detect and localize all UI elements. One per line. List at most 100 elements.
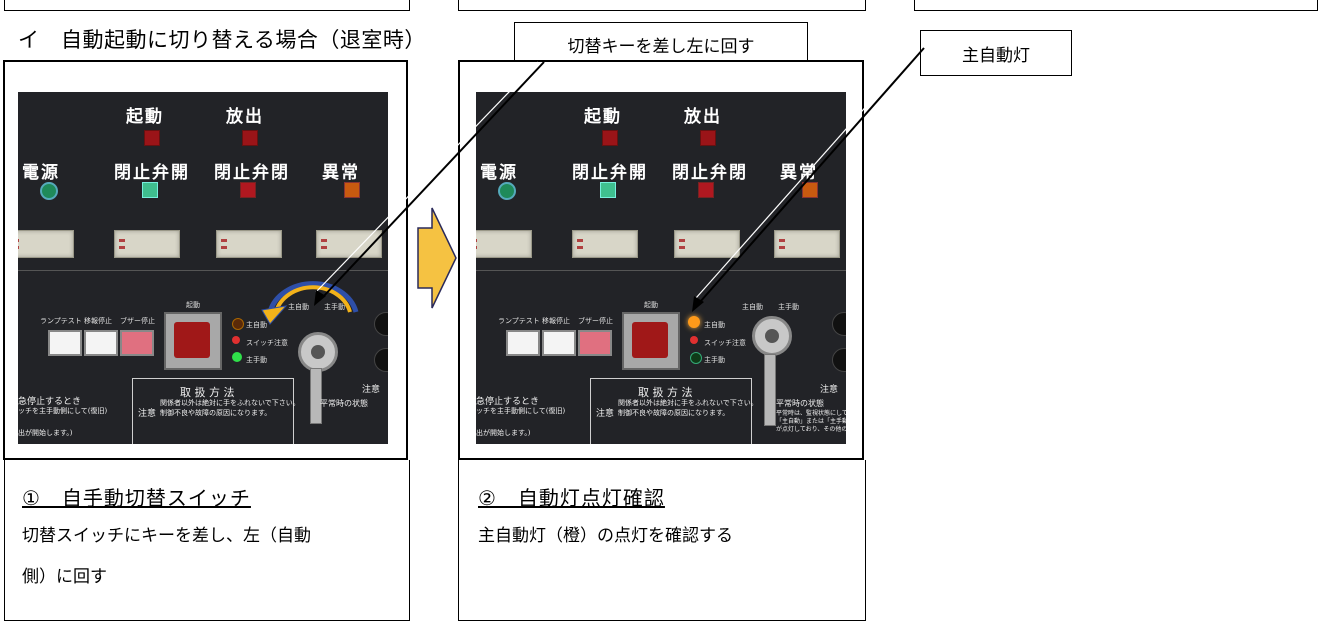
side-knob: [832, 312, 846, 336]
label-kidou-small: 起動: [186, 301, 200, 309]
lamp-houshutsu: [700, 130, 716, 146]
label-shu-shudou: 主手動: [246, 356, 267, 364]
instruction-warn: 注意: [596, 409, 615, 419]
key-switch[interactable]: [752, 316, 792, 356]
label-houshutsu: 放出: [226, 107, 264, 127]
section-heading: イ 自動起動に切り替える場合（退室時）: [18, 28, 426, 52]
lamp-heishi-kai: [600, 182, 616, 198]
instruction-line1: 関係者以外は絶対に手をふれないで下さい。: [160, 399, 300, 407]
lamp-ijou: [344, 182, 360, 198]
start-button-box[interactable]: [622, 312, 680, 370]
label-lamp-test: ランプテスト: [40, 317, 82, 325]
label-buzzer-teishi: ブザー停止: [578, 317, 613, 325]
indicator-switch-chuui: [690, 336, 698, 344]
panel-photo-middle: 起動 放出 電源 閉止弁開 閉止弁閉 異常 ランプテスト 移報停止 ブザー停止 …: [476, 92, 846, 444]
step1-text-line2: 側）に回す: [22, 567, 107, 587]
lamp-kidou: [602, 130, 618, 146]
label-switch-jidou: 主自動: [288, 303, 309, 311]
key[interactable]: [764, 354, 776, 426]
keihou-teishi-button[interactable]: [542, 330, 576, 356]
label-ijou: 異常: [780, 163, 818, 183]
lamp-heishi-hei: [698, 182, 714, 198]
lamp-houshutsu: [242, 130, 258, 146]
panel-divider: [18, 270, 388, 271]
lamp-test-button[interactable]: [506, 330, 540, 356]
step1-text-line1: 切替スイッチにキーを差し、左（自動: [22, 526, 311, 546]
left-note-line1: ッチを主手動側にして(復旧): [18, 407, 108, 415]
label-keihou-teishi: 移報停止: [542, 317, 570, 325]
nameplate: [476, 230, 532, 258]
right-note-sub: 平常時の状態: [320, 399, 368, 408]
right-note-line2: 「主自動」または「主手動」灯点灯: [776, 418, 846, 425]
indicator-shu-shudou: [690, 352, 702, 364]
nameplate: [572, 230, 638, 258]
lamp-test-button[interactable]: [48, 330, 82, 356]
label-keihou-teishi: 移報停止: [84, 317, 112, 325]
lamp-kidou: [144, 130, 160, 146]
key-switch[interactable]: [298, 332, 338, 372]
lamp-dengen: [498, 182, 516, 200]
key[interactable]: [310, 368, 322, 424]
left-note-line2: 出が開始します。): [476, 429, 531, 437]
label-buzzer-teishi: ブザー停止: [120, 317, 155, 325]
step2-text-line1: 主自動灯（橙）の点灯を確認する: [478, 526, 733, 546]
nameplate: [216, 230, 282, 258]
instruction-line2: 制御不良や故障の原因になります。: [618, 409, 730, 417]
label-dengen: 電源: [22, 163, 60, 183]
lamp-heishi-hei: [240, 182, 256, 198]
start-button-box[interactable]: [164, 312, 222, 370]
label-switch-jidou: 主自動: [742, 303, 763, 311]
callout-key: 切替キーを差し左に回す: [514, 22, 808, 66]
right-note-title: 注意: [820, 385, 839, 395]
indicator-shu-shudou: [232, 352, 242, 362]
indicator-switch-chuui: [232, 336, 240, 344]
instruction-title: 取 扱 方 法: [180, 386, 235, 399]
step2-title: ② 自動灯点灯確認: [478, 486, 665, 510]
caption-box-step2: [458, 460, 866, 621]
panel-divider: [476, 270, 846, 271]
label-switch-shudou: 主手動: [324, 303, 345, 311]
caption-box-step1: [4, 460, 410, 621]
label-lamp-test: ランプテスト: [498, 317, 540, 325]
label-heishi-hei: 閉止弁閉: [672, 163, 748, 183]
top-box-left: [4, 0, 410, 11]
buzzer-teishi-button[interactable]: [120, 330, 154, 356]
label-kidou-small: 起動: [644, 301, 658, 309]
nameplate: [674, 230, 740, 258]
label-dengen: 電源: [480, 163, 518, 183]
next-step-arrow-icon: [417, 207, 457, 309]
buzzer-teishi-button[interactable]: [578, 330, 612, 356]
label-shu-shudou: 主手動: [704, 356, 725, 364]
indicator-shu-jidou: [688, 316, 700, 328]
callout-lamp: 主自動灯: [920, 30, 1072, 76]
top-box-right: [914, 0, 1318, 11]
instruction-warn: 注意: [138, 409, 157, 419]
label-switch-shudou: 主手動: [778, 303, 799, 311]
label-shu-jidou: 主自動: [246, 321, 267, 329]
label-heishi-kai: 閉止弁開: [572, 163, 648, 183]
step1-title: ① 自手動切替スイッチ: [22, 486, 251, 510]
label-heishi-hei: 閉止弁閉: [214, 163, 290, 183]
left-note-title: 急停止するとき: [18, 397, 82, 407]
nameplate: [774, 230, 840, 258]
nameplate: [114, 230, 180, 258]
nameplate: [316, 230, 382, 258]
top-box-middle: [458, 0, 866, 11]
left-note-line2: 出が開始します。): [18, 429, 73, 437]
instruction-line1: 関係者以外は絶対に手をふれないで下さい。: [618, 399, 758, 407]
right-note-line3: が点灯しており、その他の表示灯は: [776, 426, 846, 433]
label-switch-chuui: スイッチ注意: [704, 339, 746, 347]
side-knob: [832, 348, 846, 372]
label-heishi-kai: 閉止弁開: [114, 163, 190, 183]
right-note-line1: 平常時は、監視状態にして下さい: [776, 410, 846, 417]
label-shu-jidou: 主自動: [704, 321, 725, 329]
right-note-sub: 平常時の状態: [776, 399, 824, 408]
label-kidou: 起動: [584, 107, 622, 127]
side-knob: [374, 348, 388, 372]
keihou-teishi-button[interactable]: [84, 330, 118, 356]
instruction-panel: [132, 378, 294, 444]
label-houshutsu: 放出: [684, 107, 722, 127]
label-ijou: 異常: [322, 163, 360, 183]
panel-photo-left: 起動 放出 電源 閉止弁開 閉止弁閉 異常 ランプテスト 移報停止 ブザー停止 …: [18, 92, 388, 444]
left-note-line1: ッチを主手動側にして(復旧): [476, 407, 566, 415]
